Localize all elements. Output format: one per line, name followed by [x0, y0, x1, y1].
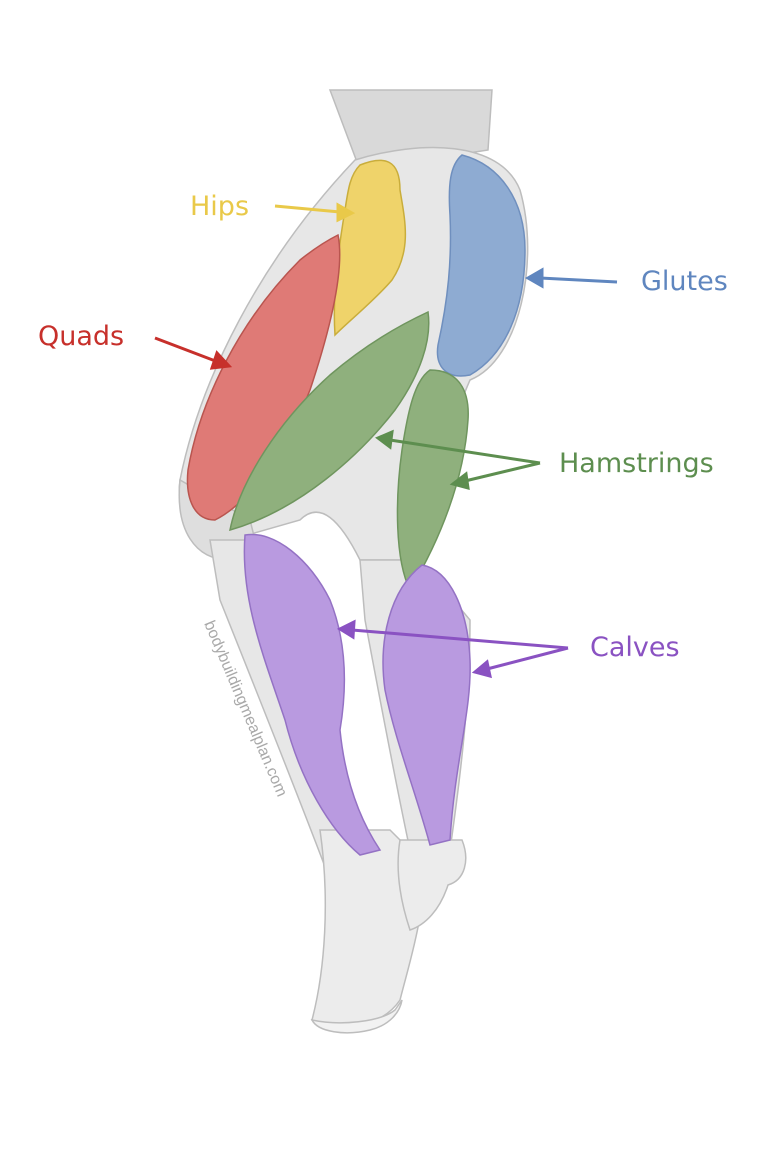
glutes-label: Glutes	[641, 266, 728, 297]
toes	[310, 999, 403, 1034]
calves-label: Calves	[590, 632, 680, 663]
calves-front-muscle	[243, 533, 382, 856]
calves-pointer	[336, 619, 569, 679]
hamstrings-pointer	[375, 429, 541, 491]
quads-pointer	[154, 336, 233, 370]
glutes-pointer	[524, 267, 618, 289]
quads-label: Quads	[38, 321, 125, 352]
hips-label: Hips	[190, 191, 250, 222]
glutes-muscle	[436, 154, 526, 377]
hips-pointer	[274, 202, 356, 223]
back-heel	[397, 839, 467, 931]
quads-muscle	[186, 233, 341, 521]
hamstrings-front-muscle	[229, 310, 430, 532]
hamstrings-label: Hamstrings	[559, 448, 714, 479]
